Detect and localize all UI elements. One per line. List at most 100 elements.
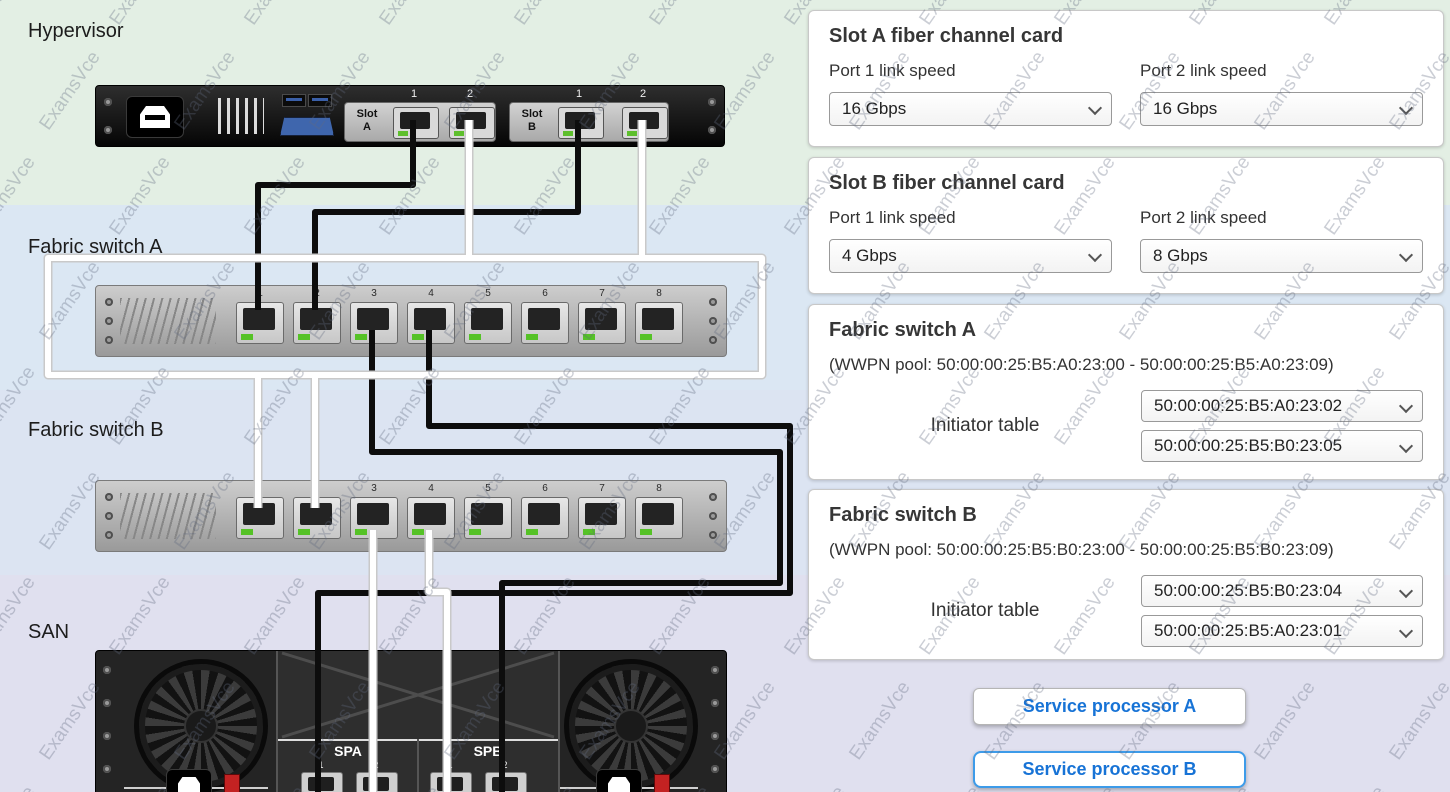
port-opening xyxy=(357,308,389,330)
screw-icon xyxy=(105,512,113,520)
port-number: 3 xyxy=(371,483,377,494)
port-number: 8 xyxy=(656,483,662,494)
port-led xyxy=(469,334,481,340)
port-led xyxy=(526,529,538,535)
san-controller-section: SPA SPB 1 2 1 2 xyxy=(276,651,560,792)
port1-speed-label: Port 1 link speed xyxy=(829,61,956,80)
select-value: 16 Gbps xyxy=(1153,99,1218,118)
switch-a-port-7: 7 xyxy=(578,288,626,344)
c14-socket-icon xyxy=(608,777,630,792)
switch-b-port-7: 7 xyxy=(578,483,626,539)
power-inlet-icon xyxy=(126,96,184,138)
spa-port2-number: 2 xyxy=(373,760,379,770)
port-number: 7 xyxy=(599,483,605,494)
fabric-switch-b: 1 2 3 4 5 6 7 8 xyxy=(95,480,727,552)
switch-b-port-6: 6 xyxy=(521,483,569,539)
vent-grille-icon xyxy=(120,493,216,539)
switch-a-port-8: 8 xyxy=(635,288,683,344)
port-number: 1 xyxy=(257,483,263,494)
slot-b-fc-card-panel: Slot B fiber channel card Port 1 link sp… xyxy=(808,157,1444,294)
slot-a-fc-card-panel: Slot A fiber channel card Port 1 link sp… xyxy=(808,10,1444,147)
port-led xyxy=(355,529,367,535)
port-number: 3 xyxy=(371,288,377,299)
port1-speed-label: Port 1 link speed xyxy=(829,208,956,227)
chevron-down-icon xyxy=(1398,247,1414,263)
port-led xyxy=(412,529,424,535)
port-opening xyxy=(357,503,389,525)
port-led xyxy=(298,334,310,340)
screw-icon xyxy=(709,298,717,306)
c14-socket-icon xyxy=(140,106,170,128)
chevron-down-icon xyxy=(1398,398,1414,414)
service-processor-b-button[interactable]: Service processor B xyxy=(973,751,1246,788)
san-array: SPA SPB 1 2 1 2 xyxy=(95,650,727,792)
screw-icon xyxy=(103,699,111,707)
switch-b-port-1: 1 xyxy=(236,483,284,539)
port-number: 1 xyxy=(257,288,263,299)
screw-icon xyxy=(105,531,113,539)
port-opening xyxy=(414,308,446,330)
slot-a-port2-speed-select[interactable]: 16 Gbps xyxy=(1140,92,1423,126)
usb-port-icon xyxy=(282,94,306,107)
screw-icon xyxy=(104,98,112,106)
screw-icon xyxy=(708,126,716,134)
port-opening xyxy=(456,112,486,129)
panel-title: Slot A fiber channel card xyxy=(829,25,1064,47)
spb-port2-number: 2 xyxy=(502,760,508,770)
port-opening xyxy=(585,308,617,330)
spb-port1-number: 1 xyxy=(447,760,453,770)
slot-b-port1-speed-select[interactable]: 4 Gbps xyxy=(829,239,1112,273)
fabric-a-initiator1-select[interactable]: 50:00:00:25:B5:A0:23:02 xyxy=(1141,390,1423,422)
screw-icon xyxy=(104,126,112,134)
select-value: 8 Gbps xyxy=(1153,246,1208,265)
screw-icon xyxy=(709,512,717,520)
port-led xyxy=(583,529,595,535)
panel-title: Fabric switch A xyxy=(829,319,977,341)
spb-label: SPB xyxy=(473,743,503,759)
slot-a-port-1 xyxy=(393,107,439,139)
screw-icon xyxy=(709,493,717,501)
port-number: 6 xyxy=(542,288,548,299)
fabric-a-initiator2-select[interactable]: 50:00:00:25:B5:B0:23:05 xyxy=(1141,430,1423,462)
switch-b-port-4: 4 xyxy=(407,483,455,539)
screw-icon xyxy=(708,98,716,106)
select-value: 50:00:00:25:B5:A0:23:02 xyxy=(1154,396,1343,415)
port-led xyxy=(398,131,408,136)
port-led xyxy=(241,529,253,535)
switch-a-port-3: 3 xyxy=(350,288,398,344)
slot-b-port2-speed-select[interactable]: 8 Gbps xyxy=(1140,239,1423,273)
vga-port-icon xyxy=(280,117,334,136)
port-opening xyxy=(414,503,446,525)
port-opening xyxy=(528,503,560,525)
spa-port1-number: 1 xyxy=(318,760,324,770)
fabric-b-initiator2-select[interactable]: 50:00:00:25:B5:A0:23:01 xyxy=(1141,615,1423,647)
port-number: 4 xyxy=(428,483,434,494)
port-led xyxy=(563,131,573,136)
fabric-b-initiator1-select[interactable]: 50:00:00:25:B5:B0:23:04 xyxy=(1141,575,1423,607)
port-led xyxy=(241,334,253,340)
power-switch-icon xyxy=(654,774,670,792)
port-opening xyxy=(629,112,659,129)
screw-icon xyxy=(105,336,113,344)
port-led xyxy=(640,334,652,340)
screw-icon xyxy=(711,732,719,740)
service-processor-a-button[interactable]: Service processor A xyxy=(973,688,1246,725)
initiator-table-label: Initiator table xyxy=(930,415,1040,436)
panel-title: Slot B fiber channel card xyxy=(829,172,1065,194)
switch-a-port-6: 6 xyxy=(521,288,569,344)
wwpn-pool-text: (WWPN pool: 50:00:00:25:B5:B0:23:00 - 50… xyxy=(829,540,1334,559)
port-number: 8 xyxy=(656,288,662,299)
switch-b-port-8: 8 xyxy=(635,483,683,539)
spa-port-1 xyxy=(301,772,343,792)
chevron-down-icon xyxy=(1398,100,1414,116)
port-number: 2 xyxy=(314,483,320,494)
port-number: 5 xyxy=(485,483,491,494)
port-number: 5 xyxy=(485,288,491,299)
screw-icon xyxy=(709,336,717,344)
slot-a-port1-speed-select[interactable]: 16 Gbps xyxy=(829,92,1112,126)
port-led xyxy=(454,131,464,136)
screw-icon xyxy=(105,298,113,306)
chevron-down-icon xyxy=(1087,247,1103,263)
